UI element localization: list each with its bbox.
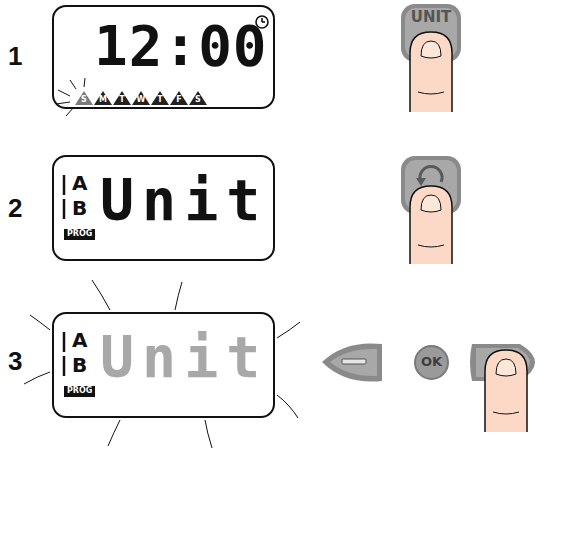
segment-brackets — [63, 175, 66, 376]
day-letter: T — [151, 95, 169, 105]
lcd-screen: AB PROG Unit — [52, 312, 275, 418]
prog-tag: PROG — [64, 229, 95, 240]
unit-button-label: UNIT — [401, 9, 461, 31]
lcd-screen: 12:00 — [52, 5, 275, 109]
display-word-blinking: Unit — [100, 326, 268, 388]
display-word: Unit — [100, 169, 268, 231]
finger — [410, 32, 452, 112]
blink-rays — [56, 78, 85, 116]
step-number: 2 — [8, 194, 22, 223]
button-label: UNIT — [401, 9, 461, 26]
step-number: 3 — [8, 347, 22, 376]
program-letter: A — [72, 329, 87, 351]
lcd-screen: AB PROG Unit — [52, 155, 275, 261]
ok-button: OK — [414, 345, 449, 380]
button-label: OK — [416, 355, 447, 369]
day-markers — [75, 91, 207, 105]
day-letter: W — [132, 95, 150, 105]
day-letter: M — [94, 95, 112, 105]
program-letter: B — [72, 197, 87, 219]
day-letter: S — [189, 95, 207, 105]
day-letter: F — [170, 95, 188, 105]
day-letter: T — [113, 95, 131, 105]
display-digits: 12:00 — [94, 15, 268, 77]
blink-rays — [24, 280, 300, 448]
finger — [485, 350, 527, 432]
step-number: 1 — [8, 42, 22, 71]
program-letter: A — [72, 172, 87, 194]
finger — [410, 186, 452, 264]
day-letter: S — [75, 95, 93, 105]
prog-tag: PROG — [64, 386, 95, 397]
minus-button — [322, 343, 382, 381]
program-letter: B — [72, 354, 87, 376]
